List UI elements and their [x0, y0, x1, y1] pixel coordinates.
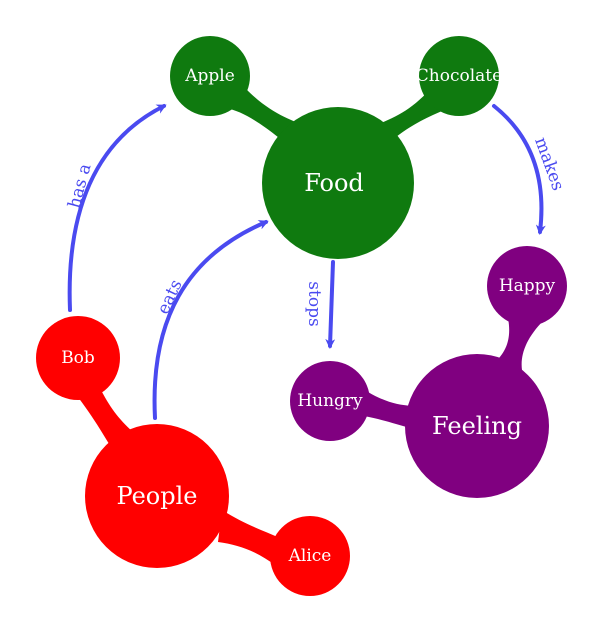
happy-node[interactable]	[487, 246, 567, 326]
feeling-connector-hungry	[364, 392, 412, 428]
edge-makes-arrow	[492, 104, 546, 235]
alice-node[interactable]	[270, 516, 350, 596]
apple-node[interactable]	[170, 36, 250, 116]
food-node[interactable]	[262, 107, 414, 259]
feeling-cluster: Feeling Happy Hungry	[290, 246, 567, 498]
bob-label: Bob	[61, 348, 95, 368]
feeling-label: Feeling	[432, 412, 522, 440]
feeling-node[interactable]	[405, 354, 549, 498]
chocolate-label: Chocolate	[416, 66, 502, 86]
chocolate-node[interactable]	[419, 36, 499, 116]
people-cluster: People Bob Alice	[36, 316, 350, 596]
food-label: Food	[304, 169, 364, 197]
alice-label: Alice	[288, 546, 332, 566]
hungry-label: Hungry	[297, 391, 363, 411]
hungry-node[interactable]	[290, 361, 370, 441]
edge-stops-arrow	[325, 260, 336, 349]
people-label: People	[117, 482, 198, 510]
people-node[interactable]	[85, 424, 229, 568]
food-cluster: Food Apple Chocolate	[170, 36, 502, 259]
edge-eats-arrow	[152, 220, 269, 420]
feeling-connector-happy	[488, 318, 544, 370]
happy-label: Happy	[499, 276, 556, 296]
edge-eats-label: eats	[153, 277, 186, 318]
edge-has-a-arrow	[67, 104, 167, 312]
apple-label: Apple	[184, 66, 235, 86]
edge-stops-label: stops	[304, 281, 324, 326]
bob-node[interactable]	[36, 316, 120, 400]
people-connector-alice	[218, 510, 280, 566]
edge-has-a-label: has a	[64, 162, 95, 211]
